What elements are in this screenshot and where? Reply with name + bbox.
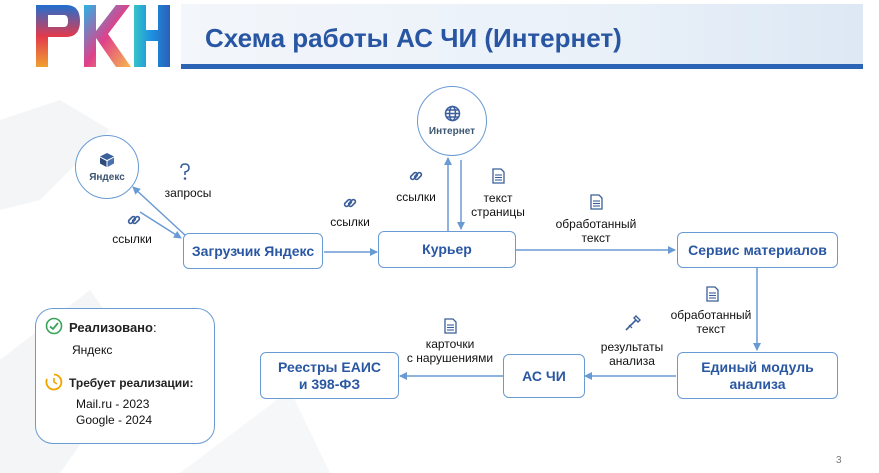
legend-todo-label: Требует реализации: — [69, 376, 194, 390]
legend-panel: Реализовано: Яндекс Требует реализации: … — [35, 308, 215, 444]
question-icon — [180, 163, 190, 180]
title-band — [181, 4, 863, 64]
as-chi-box: АС ЧИ — [503, 354, 585, 398]
link-icon — [409, 171, 423, 181]
legend-done-label: Реализовано — [69, 320, 153, 335]
clock-icon — [45, 373, 63, 391]
reestry-box: Реестры ЕАИС и 398-ФЗ — [260, 352, 399, 399]
document-icon — [444, 318, 457, 334]
page-title: Схема работы АС ЧИ (Интернет) — [205, 23, 622, 53]
edinyi-modul-box: Единый модуль анализа — [677, 352, 838, 399]
legend-done-heading: Реализовано: — [69, 320, 157, 335]
kurer-box: Курьер — [378, 231, 516, 268]
label-tekst-stranicy: текст страницы — [471, 191, 525, 219]
label-rezultaty-analiza: результаты анализа — [600, 340, 664, 368]
yandex-node: Яндекс — [75, 135, 139, 199]
label-ssylki-top: ссылки — [396, 190, 436, 204]
cube-icon — [100, 152, 114, 167]
link-icon — [343, 198, 357, 208]
label-ssylki-mid: ссылки — [330, 215, 370, 229]
legend-todo-item: Mail.ru - 2023 — [76, 397, 150, 411]
internet-label: Интернет — [428, 126, 476, 137]
legend-done-colon: : — [152, 320, 157, 335]
legend-done-item: Яндекс — [72, 343, 113, 357]
servis-materialov-box: Сервис материалов — [677, 232, 838, 268]
page-number: 3 — [836, 455, 842, 466]
label-zaprosy: запросы — [164, 186, 212, 200]
analysis-icon — [625, 315, 641, 331]
label-kartochki: карточки с нарушениями — [406, 337, 494, 365]
check-circle-icon — [45, 317, 63, 335]
document-icon — [492, 168, 505, 184]
document-icon — [590, 194, 603, 210]
link-icon — [127, 215, 141, 225]
title-underline — [181, 64, 863, 69]
zagruzchik-yandex-box: Загрузчик Яндекс — [183, 233, 323, 269]
label-obrabotannyi-tekst-1: обработанный текст — [555, 217, 637, 245]
document-icon — [706, 286, 719, 302]
internet-node: Интернет — [417, 86, 487, 156]
legend-todo-item: Google - 2024 — [76, 413, 153, 427]
label-ssylki-left: ссылки — [112, 232, 152, 246]
globe-icon — [444, 105, 460, 122]
yandex-label: Яндекс — [89, 171, 125, 183]
label-obrabotannyi-tekst-2: обработанный текст — [670, 308, 752, 336]
rkn-logo — [36, 5, 170, 67]
